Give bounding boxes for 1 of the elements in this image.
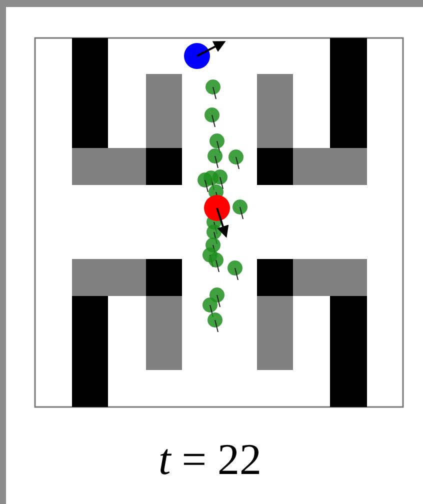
time-label: t = 22 (157, 438, 263, 482)
